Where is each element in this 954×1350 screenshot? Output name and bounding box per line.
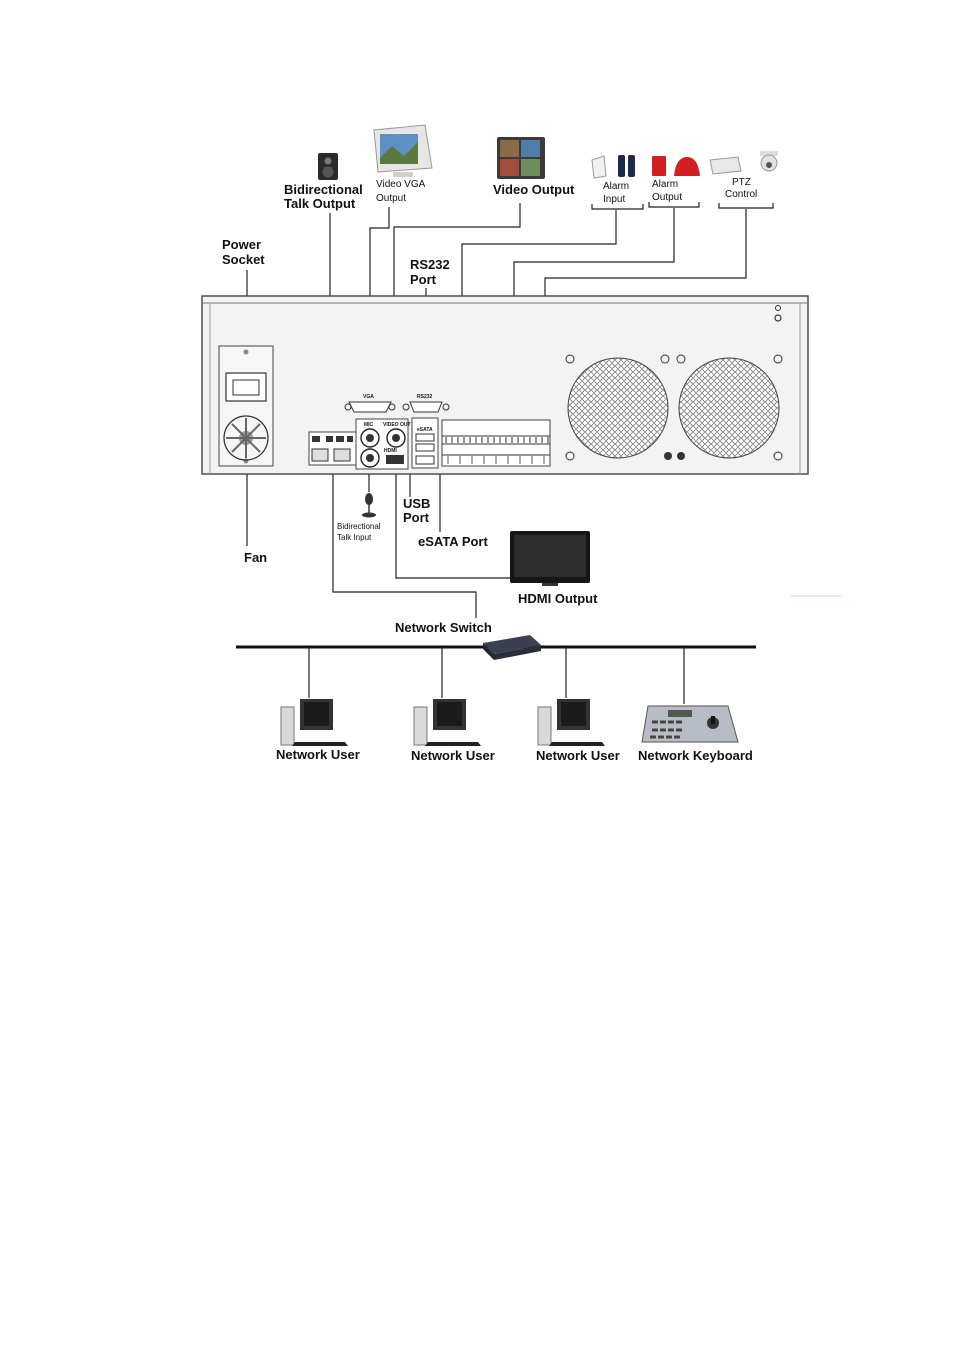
av-ports: MIC VIDEO OUT HDMI: [355, 418, 411, 470]
sensor-icon: [591, 155, 635, 179]
usb-port-label: USB Port: [403, 496, 434, 525]
ptz-line2: Control: [725, 189, 757, 200]
hdmi-port-label: HDMI: [384, 448, 397, 454]
video-vga-output-label: Video VGA Output: [376, 179, 428, 204]
alarm-output-bracket: [648, 202, 700, 208]
rs232-port: RS232: [402, 394, 450, 413]
usb-line2: Port: [403, 510, 430, 525]
power-supply-module: [218, 345, 274, 467]
power-line2: Socket: [222, 252, 265, 267]
desktop-pc-icon: [537, 699, 605, 746]
bidirectional-talk-output-label: Bidirectional Talk Output: [284, 182, 366, 211]
switch-icon: [483, 635, 541, 660]
alarm-output-line1: Alarm: [652, 179, 678, 190]
vga-output-line1: Video VGA: [376, 179, 426, 190]
network-user-label-2: Network User: [411, 748, 495, 763]
bidirectional-talk-input-label: Bidirectional Talk Input: [337, 522, 383, 542]
fan-grille-icon: [565, 354, 783, 461]
video-out-port-label: VIDEO OUT: [383, 422, 411, 428]
ptz-line1: PTZ: [732, 177, 751, 188]
hdmi-port: [386, 455, 404, 464]
desktop-pc-icon: [280, 699, 348, 746]
mic-port-label: MIC: [364, 422, 374, 428]
rs232-port-label: RS232 Port: [410, 257, 453, 287]
network-keyboard-label: Network Keyboard: [638, 748, 753, 763]
alarm-input-line2: Input: [603, 194, 625, 205]
ptz-control-label: PTZ Control: [725, 177, 757, 200]
talk-output-line1: Bidirectional: [284, 182, 363, 197]
vga-output-line2: Output: [376, 193, 406, 204]
alarm-input-bracket: [591, 204, 644, 210]
esata-port-label: eSATA: [417, 427, 433, 433]
siren-icon: [652, 156, 700, 176]
esata-port-text: eSATA Port: [418, 534, 488, 549]
usb-line1: USB: [403, 496, 430, 511]
nvr-rear-panel: MIC VIDEO OUT HDMI VGA RS232: [201, 295, 809, 475]
crt-monitor-icon: [373, 124, 433, 177]
quad-monitor-icon: [497, 137, 545, 179]
rs232-line2: Port: [410, 272, 437, 287]
keyboard-controller-icon: [641, 705, 739, 743]
rs232-port-label: RS232: [417, 394, 433, 400]
alarm-input-label: Alarm Input: [603, 181, 632, 205]
network-switch-label: Network Switch: [395, 620, 492, 635]
talk-output-line2: Talk Output: [284, 196, 356, 211]
alarm-input-line1: Alarm: [603, 181, 629, 192]
desktop-pc-icon: [413, 699, 481, 746]
fan-label: Fan: [244, 550, 267, 565]
network-user-label-1: Network User: [276, 747, 360, 762]
talk-input-line2: Talk Input: [337, 533, 372, 542]
alarm-output-line2: Output: [652, 192, 682, 203]
hdmi-output-label: HDMI Output: [518, 591, 598, 606]
talk-input-line1: Bidirectional: [337, 522, 381, 531]
network-user-label-3: Network User: [536, 748, 620, 763]
alarm-output-label: Alarm Output: [652, 179, 682, 203]
video-output-label: Video Output: [493, 182, 575, 197]
network-drops: [308, 647, 685, 704]
power-line1: Power: [222, 237, 261, 252]
vga-port-label: VGA: [363, 394, 374, 400]
flat-tv-icon: [510, 531, 590, 586]
speaker-icon: [318, 153, 338, 180]
vga-port: VGA: [344, 394, 396, 413]
microphone-icon: [362, 493, 376, 518]
ptz-bracket: [718, 203, 774, 209]
usb-esata-ports: eSATA: [411, 417, 439, 469]
power-socket-label: Power Socket: [222, 237, 265, 267]
alarm-terminal-blocks: [441, 419, 551, 467]
psu-fan-icon: [223, 415, 269, 461]
rs232-line1: RS232: [410, 257, 450, 272]
power-socket: [225, 372, 267, 402]
network-ports: [308, 431, 357, 466]
ptz-camera-icon: [709, 151, 778, 175]
